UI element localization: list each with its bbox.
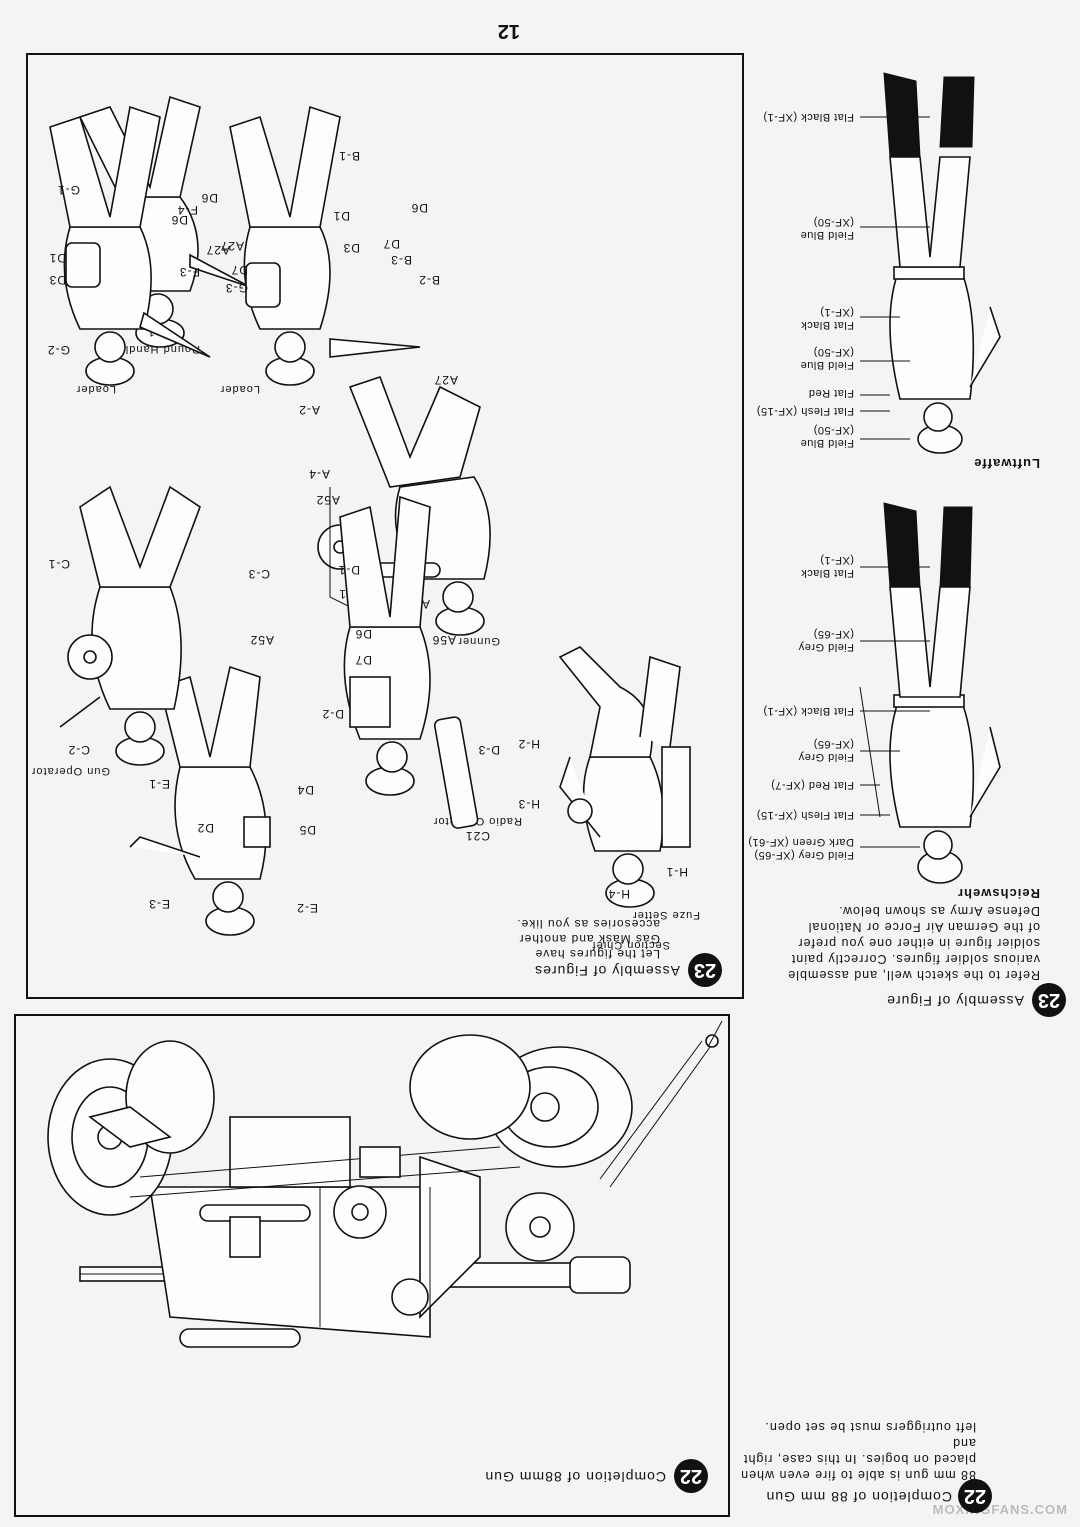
part-label: G-2 — [46, 343, 70, 357]
part-label: D4 — [296, 783, 314, 797]
figure-gun-operator — [59, 485, 201, 766]
part-label: B-2 — [418, 273, 440, 287]
part-label: H-2 — [517, 737, 540, 751]
reichswehr-paint-2: Flat Flesh (XF-15) — [756, 809, 854, 821]
part-label: C-2 — [67, 743, 90, 757]
luftwaffe-figure — [883, 72, 1001, 454]
part-label: D3 — [48, 273, 66, 287]
reichswehr-paint-3: Flat Red (XF-7) — [770, 779, 854, 791]
part-label: H-3 — [517, 797, 540, 811]
figure-section-chief — [129, 665, 271, 936]
step-23-number-left: 23 — [1032, 983, 1066, 1017]
figure-caption-fuze-setter: Fuze Setter — [632, 909, 700, 921]
reichswehr-paint-4: Field Grey(XF-65) — [798, 738, 854, 763]
luftwaffe-paint-7: Flat Black (XF-1) — [762, 111, 854, 123]
part-label: B-1 — [338, 149, 360, 163]
step-23-text: Refer to the sketch well, and assemble v… — [787, 904, 1040, 982]
reichswehr-paint-5: Flat Black (XF-1) — [762, 705, 854, 717]
figure-radio-operator — [339, 495, 479, 829]
luftwaffe-paint-6: Field Blue(XF-50) — [800, 216, 854, 241]
step-22-title-left: Completion of 88 mm Gun — [765, 1489, 952, 1505]
step-22-number-left: 22 — [958, 1479, 992, 1513]
luftwaffe-paint-3: Flat Red — [808, 387, 854, 399]
luftwaffe-paint-4: Field Blue(XF-50) — [800, 346, 854, 371]
reichswehr-paint-7: Flat Black(XF-1) — [800, 554, 854, 579]
part-label: E-3 — [148, 897, 170, 911]
step-23-number-right: 23 — [688, 953, 722, 987]
watermark: MOXINGFANS.COM — [932, 1502, 1068, 1517]
part-label: C-3 — [247, 567, 270, 581]
part-label: D7 — [354, 653, 372, 667]
part-label: G-3 — [224, 281, 248, 295]
luftwaffe-paint-1: Field Blue(XF-50) — [800, 424, 854, 449]
luftwaffe-heading: Luftwaffe — [973, 456, 1040, 471]
page-number: 12 — [497, 20, 520, 42]
figure-gunner — [317, 375, 491, 636]
part-label: D-3 — [477, 743, 500, 757]
reichswehr-heading: Reichswehr — [957, 886, 1040, 901]
part-label: A52 — [249, 633, 274, 647]
part-label: D-1 — [337, 563, 360, 577]
reichswehr-figure — [859, 502, 1001, 884]
figure-loader-1 — [229, 105, 421, 386]
luftwaffe-paint-2: Flat Flesh (XF-15) — [756, 405, 854, 417]
step-23-title-left: Assembly of Figure — [886, 993, 1024, 1009]
part-label: A-4 — [308, 467, 330, 481]
part-label: D6 — [354, 627, 372, 641]
part-label: D2 — [196, 821, 214, 835]
part-label: G-1 — [56, 183, 80, 197]
part-label: D6 — [410, 201, 428, 215]
part-label: B-3 — [390, 253, 412, 267]
part-label: E-2 — [296, 901, 318, 915]
part-label: D7 — [382, 237, 400, 251]
luftwaffe-paint-5: Flat Black(XF-1) — [800, 306, 854, 331]
part-label: D-2 — [321, 707, 344, 721]
part-label: D6 — [170, 213, 188, 227]
part-label: A-2 — [298, 403, 320, 417]
step-22-text: 88 mm gun is able to fire even when plac… — [740, 1420, 976, 1482]
figure-loader-2 — [49, 105, 211, 386]
part-label: D7 — [230, 263, 248, 277]
gun-drawing — [47, 1020, 723, 1348]
part-label: D5 — [298, 823, 316, 837]
part-label: D1 — [48, 251, 66, 265]
part-label: D1 — [332, 209, 350, 223]
part-label: E-1 — [148, 777, 170, 791]
part-label: C21 — [464, 829, 490, 843]
figure-fuze-setter — [558, 646, 691, 908]
step-23-title-right: Assembly of Figures — [534, 963, 680, 979]
part-label: H-1 — [665, 865, 688, 879]
luftwaffe-leaders — [860, 116, 930, 440]
reichswehr-paint-1: Field Grey (XF-65)Dark Green (XF-61) — [747, 836, 854, 861]
reichswehr-paint-6: Field Grey(XF-65) — [798, 628, 854, 653]
part-label: H-4 — [607, 887, 630, 901]
figure-caption-section-chief: Section Chief — [591, 939, 670, 951]
part-label: D3 — [342, 241, 360, 255]
part-label: A27 — [205, 243, 230, 257]
part-label: A27 — [433, 373, 458, 387]
part-label: C-1 — [47, 557, 70, 571]
reichswehr-leaders — [860, 566, 930, 848]
